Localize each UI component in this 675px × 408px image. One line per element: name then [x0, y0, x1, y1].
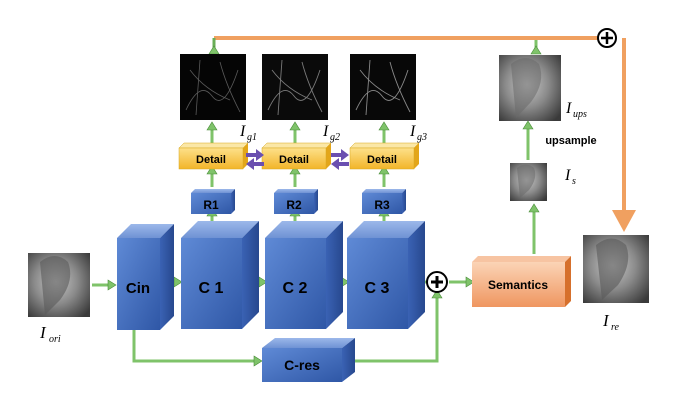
r3-label: R3: [374, 198, 390, 212]
c2-block: [265, 221, 343, 329]
add-icon-top: [597, 28, 617, 48]
c2-label: C 2: [283, 280, 308, 297]
image-ori: [28, 253, 90, 317]
gradient-image-g2: [262, 54, 328, 120]
label-re-main: I: [602, 311, 610, 330]
c1-block: [181, 221, 259, 329]
c1-label: C 1: [199, 280, 224, 297]
top-feedback-line: [214, 36, 636, 232]
label-g3-main: I: [409, 123, 416, 140]
label-s-sub: s: [572, 176, 576, 187]
detail-block-2: [261, 142, 332, 170]
label-ori-main: I: [39, 323, 47, 342]
label-g3-sub: g3: [417, 132, 427, 143]
label-s-main: I: [564, 167, 571, 184]
label-g2-main: I: [322, 123, 329, 140]
detail3-label: Detail: [367, 154, 397, 166]
image-ups: [499, 55, 561, 121]
gradient-image-g3: [350, 54, 416, 120]
cres-label: C-res: [284, 357, 320, 373]
image-re: [583, 235, 649, 303]
r-block-2: [274, 189, 318, 214]
c3-label: C 3: [365, 280, 390, 297]
r2-label: R2: [286, 198, 302, 212]
detail-block-3: [349, 142, 420, 170]
r1-label: R1: [203, 198, 219, 212]
add-icon-middle: [426, 271, 448, 293]
label-g1-sub: g1: [247, 132, 257, 143]
r-block-1: [191, 189, 235, 214]
detail2-label: Detail: [279, 154, 309, 166]
cres-block: [262, 338, 355, 382]
detail1-label: Detail: [196, 154, 226, 166]
label-ups-sub: ups: [573, 109, 587, 120]
r-block-3: [362, 189, 406, 214]
semantics-label: Semantics: [488, 278, 548, 292]
purple-arrows: [246, 149, 349, 170]
label-ori-sub: ori: [49, 334, 61, 345]
label-ups-main: I: [565, 100, 572, 117]
c3-block: [347, 221, 425, 329]
gradient-image-g1: [180, 54, 246, 120]
label-re-sub: re: [611, 322, 620, 333]
semantics-block: [472, 256, 571, 307]
cin-label: Cin: [126, 280, 150, 297]
cin-block: [117, 224, 174, 330]
image-s: [510, 163, 547, 201]
label-g2-sub: g2: [330, 132, 340, 143]
label-g1-main: I: [239, 123, 246, 140]
detail-block-1: [178, 142, 249, 170]
upsample-label: upsample: [545, 135, 596, 147]
